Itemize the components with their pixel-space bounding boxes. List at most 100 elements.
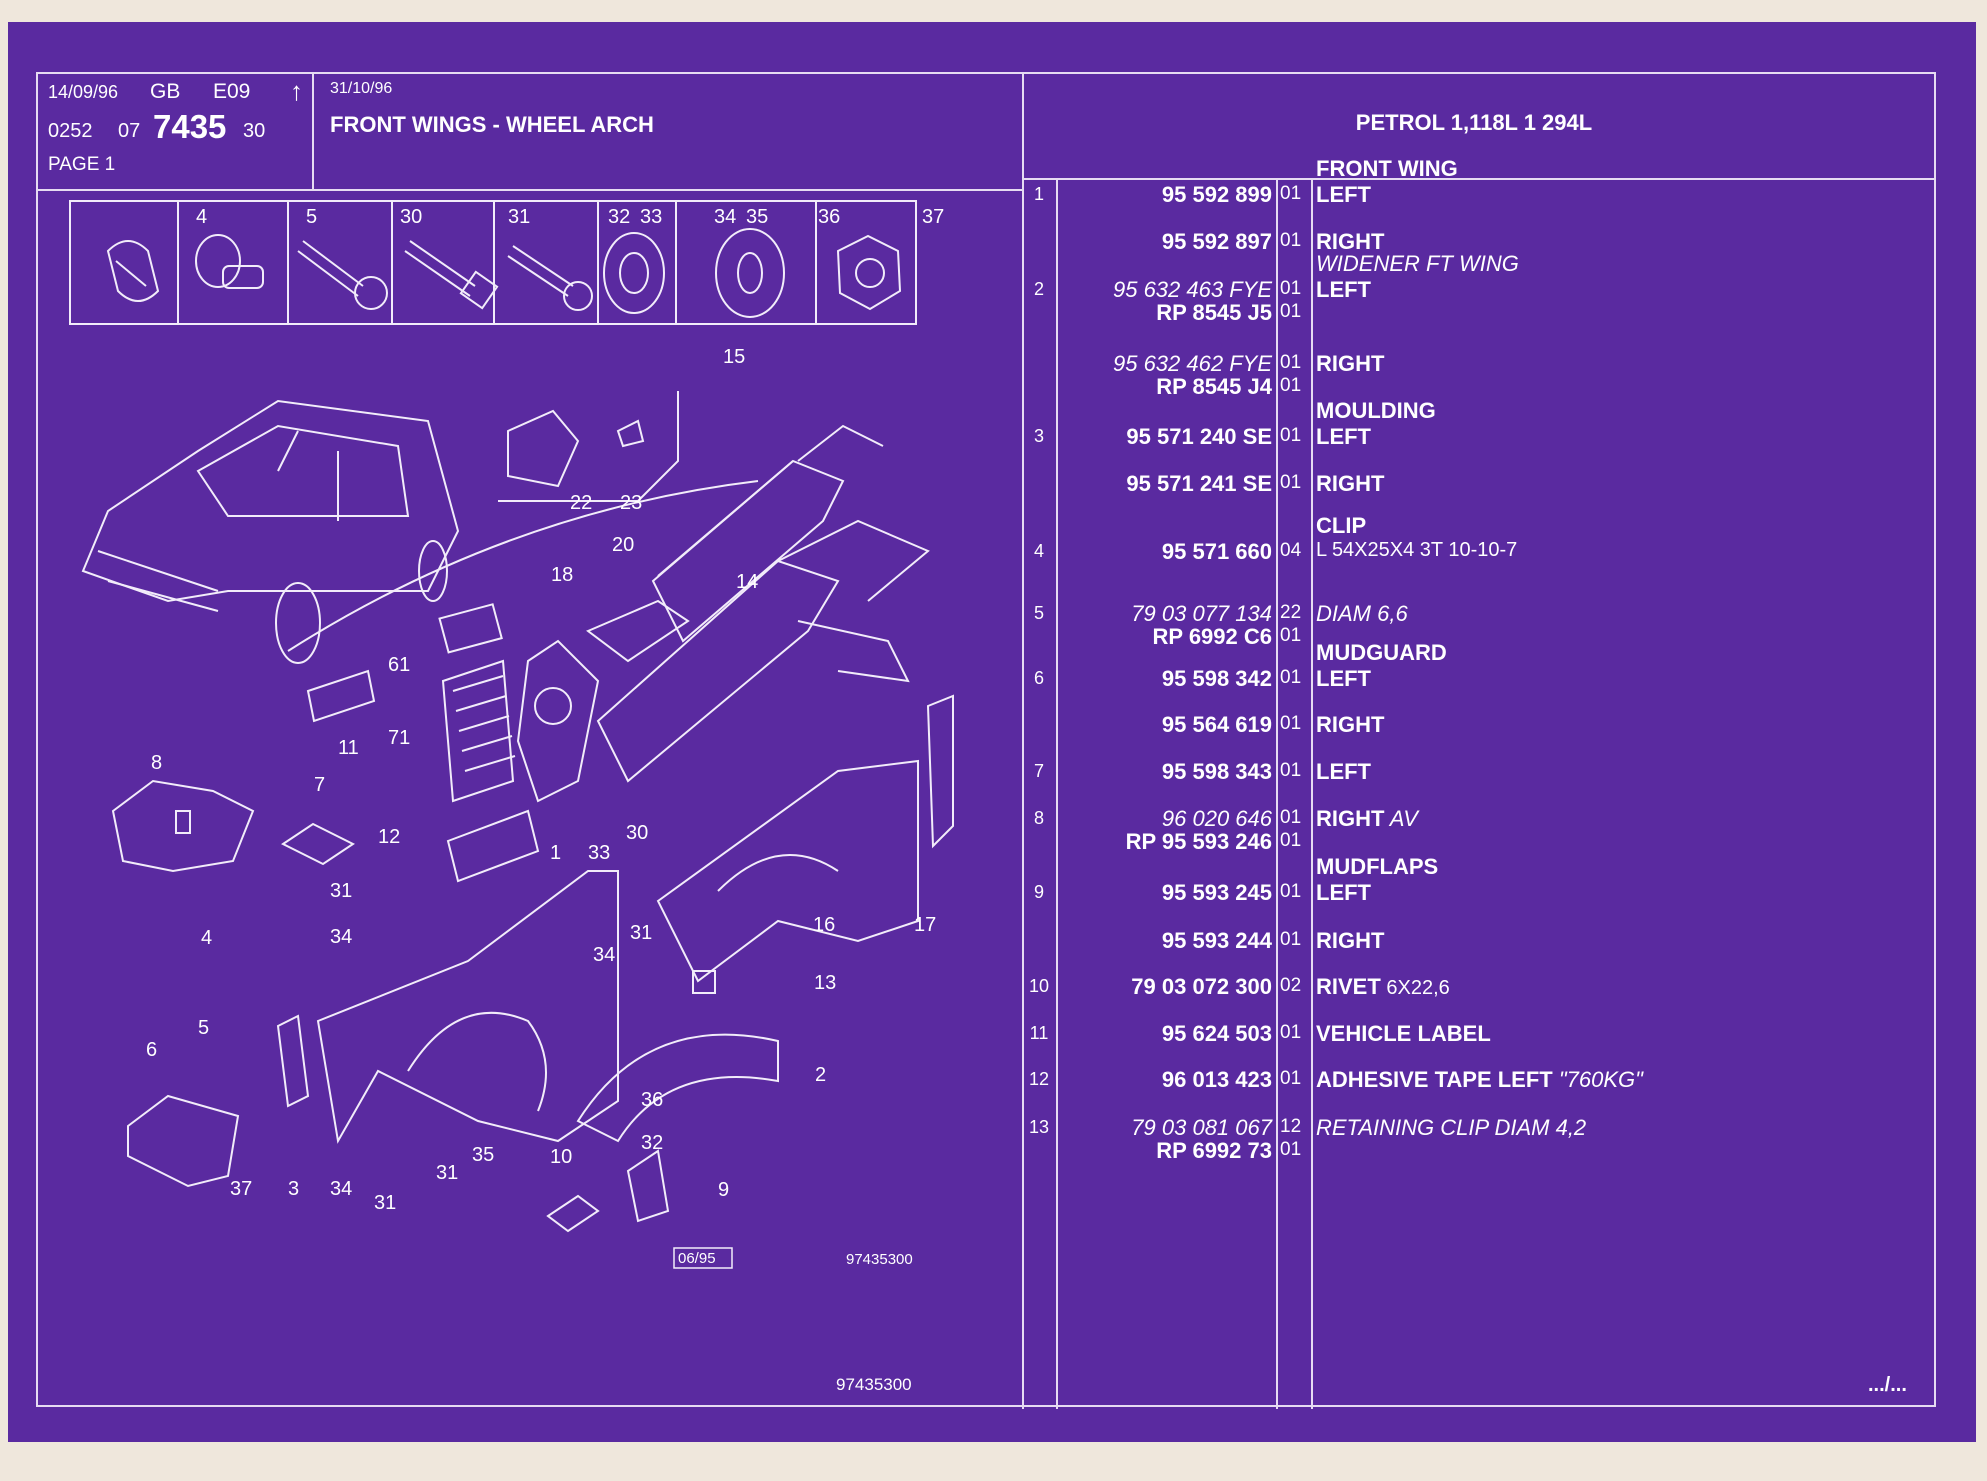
quantity: 01 bbox=[1280, 1022, 1302, 1043]
part-number: 95 593 244 bbox=[1161, 928, 1272, 953]
part-description-dimension: 6X22,6 bbox=[1380, 977, 1450, 999]
svg-text:23: 23 bbox=[620, 492, 642, 514]
part-number: 79 03 081 067 bbox=[1131, 1115, 1272, 1140]
part-group-heading: MOULDING bbox=[1316, 398, 1436, 423]
svg-text:5: 5 bbox=[198, 1017, 209, 1039]
catalog-sheet: 14/09/96 GB E09 ↑ 0252 07 7435 30 PAGE 1… bbox=[8, 22, 1976, 1442]
header-group: 0252 bbox=[48, 120, 93, 142]
part-description: LEFT bbox=[1316, 424, 1371, 450]
part-number: 95 598 343 bbox=[1161, 759, 1272, 784]
svg-text:12: 12 bbox=[378, 826, 400, 848]
part-number: 79 03 077 134 bbox=[1131, 601, 1272, 626]
part-group-heading: MUDGUARD bbox=[1316, 640, 1447, 665]
part-description: RIGHT bbox=[1316, 229, 1384, 255]
part-description-text: RIVET bbox=[1316, 974, 1381, 999]
svg-text:4: 4 bbox=[201, 927, 212, 949]
part-description-text: DIAM 6,6 bbox=[1316, 601, 1408, 626]
svg-text:36: 36 bbox=[641, 1089, 663, 1111]
svg-text:37: 37 bbox=[922, 206, 944, 228]
part-description-text: LEFT bbox=[1316, 759, 1371, 784]
header-lang: GB bbox=[150, 80, 181, 103]
replacement-part-number: RP 95 593 246 bbox=[1125, 829, 1272, 854]
quantity: 04 bbox=[1280, 540, 1302, 561]
replacement-quantity: 01 bbox=[1280, 1139, 1302, 1160]
svg-text:7: 7 bbox=[314, 774, 325, 796]
svg-text:34: 34 bbox=[330, 1178, 352, 1200]
quantity: 01 bbox=[1280, 472, 1302, 493]
part-number: 95 571 240 SE bbox=[1126, 424, 1272, 449]
svg-text:20: 20 bbox=[612, 534, 634, 556]
part-number: 95 564 619 bbox=[1161, 712, 1272, 737]
svg-text:31: 31 bbox=[330, 880, 352, 902]
svg-text:36: 36 bbox=[818, 206, 840, 228]
ref-number: 7 bbox=[1033, 761, 1044, 781]
ref-number: 6 bbox=[1033, 668, 1044, 688]
continued-marker: .../... bbox=[1868, 1374, 1907, 1396]
replacement-part-number: RP 6992 73 bbox=[1156, 1138, 1272, 1163]
svg-text:16: 16 bbox=[813, 914, 835, 936]
svg-text:8: 8 bbox=[151, 752, 162, 774]
svg-text:1: 1 bbox=[550, 842, 561, 864]
ref-number: 3 bbox=[1033, 426, 1044, 446]
quantity: 01 bbox=[1280, 667, 1302, 688]
svg-text:32: 32 bbox=[641, 1132, 663, 1154]
replacement-quantity: 01 bbox=[1280, 375, 1302, 396]
svg-text:31: 31 bbox=[508, 206, 530, 228]
replacement-quantity: 01 bbox=[1280, 625, 1302, 646]
ref-number: 2 bbox=[1033, 279, 1044, 299]
diagram-ref-bottom: 97435300 bbox=[836, 1375, 912, 1394]
svg-text:9: 9 bbox=[718, 1179, 729, 1201]
part-group-heading: CLIP bbox=[1316, 513, 1367, 538]
ref-number: 12 bbox=[1028, 1069, 1050, 1089]
arrow-up-icon: ↑ bbox=[290, 76, 303, 106]
part-group-heading: MUDFLAPS bbox=[1316, 854, 1439, 879]
part-description: DIAM 6,6 bbox=[1316, 601, 1408, 627]
part-number: 95 632 462 FYE bbox=[1112, 351, 1272, 376]
svg-text:14: 14 bbox=[736, 571, 758, 593]
part-description-text: LEFT bbox=[1316, 666, 1371, 691]
ref-number: 1 bbox=[1033, 184, 1044, 204]
svg-text:2: 2 bbox=[815, 1064, 826, 1086]
ref-number: 11 bbox=[1029, 1023, 1049, 1043]
ref-number: 4 bbox=[1033, 541, 1044, 561]
part-description: RIGHT bbox=[1316, 351, 1384, 377]
quantity: 01 bbox=[1280, 278, 1302, 299]
svg-text:30: 30 bbox=[400, 206, 422, 228]
header-plate-suffix: 30 bbox=[243, 120, 266, 142]
part-group-heading: WIDENER FT WING bbox=[1316, 251, 1519, 276]
header-page: PAGE 1 bbox=[48, 154, 116, 175]
part-number: 95 632 463 FYE bbox=[1112, 277, 1272, 302]
quantity: 01 bbox=[1280, 183, 1302, 204]
part-description: LEFT bbox=[1316, 277, 1371, 303]
svg-text:32: 32 bbox=[608, 206, 630, 228]
svg-text:22: 22 bbox=[570, 492, 592, 514]
replacement-quantity: 01 bbox=[1280, 830, 1302, 851]
svg-text:13: 13 bbox=[814, 972, 836, 994]
quantity: 01 bbox=[1280, 881, 1302, 902]
catalog-frame: 14/09/96 GB E09 ↑ 0252 07 7435 30 PAGE 1… bbox=[36, 72, 1936, 1409]
page-title: FRONT WINGS - WHEEL ARCH bbox=[330, 112, 654, 137]
quantity: 01 bbox=[1280, 352, 1302, 373]
part-description-text: ADHESIVE TAPE LEFT bbox=[1316, 1067, 1553, 1092]
part-number: 96 020 646 bbox=[1161, 806, 1272, 831]
quantity: 02 bbox=[1280, 975, 1302, 996]
part-description: LEFT bbox=[1316, 759, 1371, 785]
ref-number: 13 bbox=[1028, 1117, 1050, 1137]
part-description-text: RIGHT bbox=[1316, 928, 1385, 953]
part-description: LEFT bbox=[1316, 880, 1371, 906]
replacement-quantity: 01 bbox=[1280, 301, 1302, 322]
part-number: 95 592 897 bbox=[1161, 229, 1272, 254]
part-description-suffix: AV bbox=[1384, 806, 1418, 831]
svg-text:15: 15 bbox=[723, 346, 745, 368]
ref-number: 9 bbox=[1033, 882, 1044, 902]
engine-heading: PETROL 1,118L 1 294L bbox=[1355, 110, 1593, 135]
header-date: 14/09/96 bbox=[48, 82, 119, 102]
part-description-text: RIGHT bbox=[1316, 471, 1385, 496]
svg-text:31: 31 bbox=[374, 1192, 396, 1214]
part-description-suffix: "760KG" bbox=[1552, 1067, 1643, 1092]
part-description: RETAINING CLIP DIAM 4,2 bbox=[1316, 1115, 1586, 1141]
part-description-text: LEFT bbox=[1316, 880, 1371, 905]
quantity: 01 bbox=[1280, 230, 1302, 251]
svg-text:33: 33 bbox=[640, 206, 662, 228]
part-description-text: RETAINING CLIP DIAM 4,2 bbox=[1316, 1115, 1587, 1140]
